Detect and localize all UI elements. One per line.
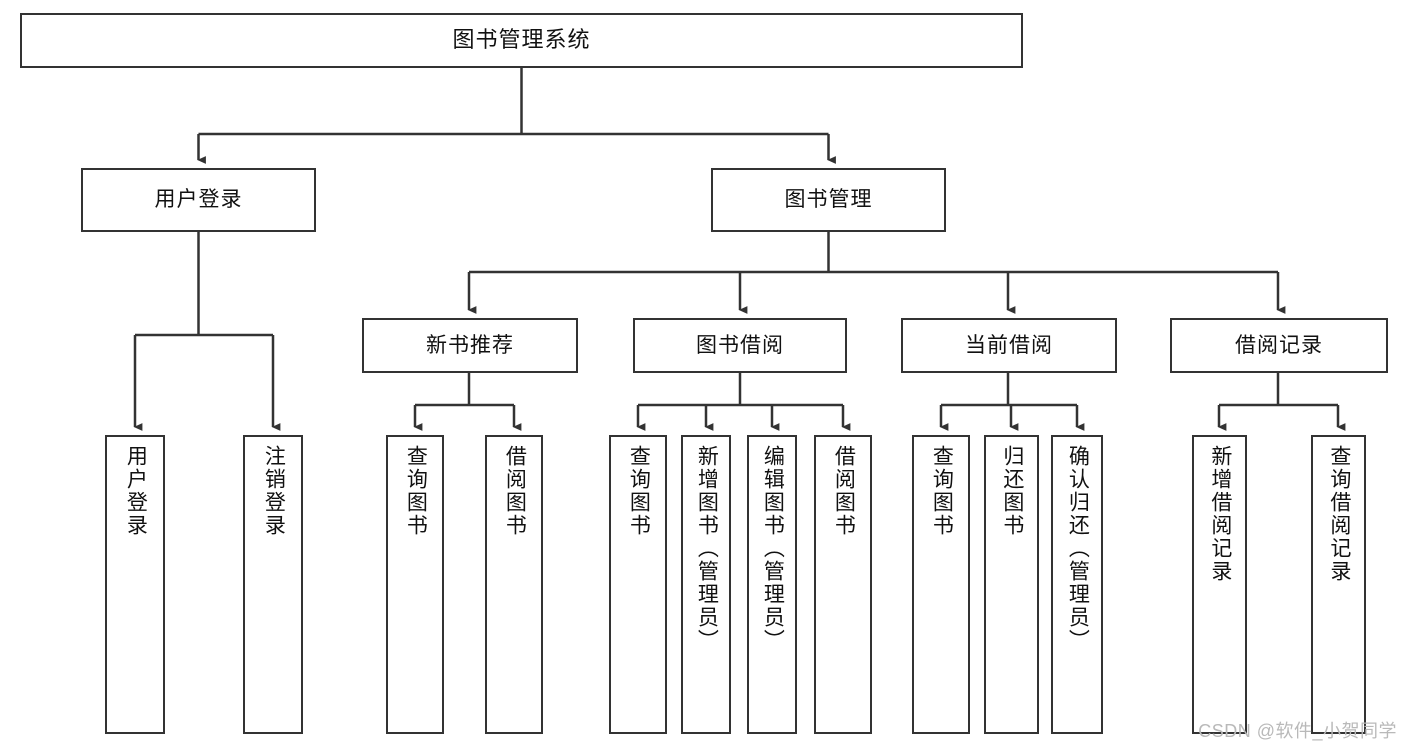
node-leaf-5[interactable]: 新增图书（管理员） — [681, 435, 731, 734]
node-label: 新书推荐 — [426, 333, 514, 357]
node-leaf-8[interactable]: 查询图书 — [912, 435, 970, 734]
node-level2-1[interactable]: 图书管理 — [711, 168, 946, 232]
node-label-vertical: 查询图书 — [404, 445, 428, 537]
node-label-vertical: 用户登录 — [124, 445, 148, 537]
node-label-vertical: 注销登录 — [262, 445, 286, 537]
node-label-vertical: 新增图书（管理员） — [695, 445, 719, 652]
node-root-book-management-system[interactable]: 图书管理系统 — [20, 13, 1023, 68]
node-leaf-12[interactable]: 查询借阅记录 — [1311, 435, 1366, 734]
node-level3-3[interactable]: 借阅记录 — [1170, 318, 1388, 373]
node-label-vertical: 归还图书 — [1000, 445, 1024, 537]
node-label-vertical: 查询图书 — [930, 445, 954, 537]
node-label-vertical: 查询借阅记录 — [1327, 445, 1351, 583]
node-level2-0[interactable]: 用户登录 — [81, 168, 316, 232]
node-label-vertical: 编辑图书（管理员） — [761, 445, 785, 652]
node-label-vertical: 确认归还（管理员） — [1066, 445, 1090, 652]
node-label: 借阅记录 — [1235, 333, 1323, 357]
node-leaf-11[interactable]: 新增借阅记录 — [1192, 435, 1247, 734]
node-label: 用户登录 — [154, 188, 243, 212]
node-level3-1[interactable]: 图书借阅 — [633, 318, 847, 373]
node-label: 当前借阅 — [965, 333, 1053, 357]
node-leaf-4[interactable]: 查询图书 — [609, 435, 667, 734]
node-label-vertical: 新增借阅记录 — [1208, 445, 1232, 583]
node-label: 图书借阅 — [696, 333, 784, 357]
node-leaf-3[interactable]: 借阅图书 — [485, 435, 543, 734]
node-leaf-1[interactable]: 注销登录 — [243, 435, 303, 734]
node-leaf-9[interactable]: 归还图书 — [984, 435, 1039, 734]
node-level3-0[interactable]: 新书推荐 — [362, 318, 578, 373]
node-label: 图书管理系统 — [452, 27, 591, 53]
csdn-watermark: CSDN @软件_小贺同学 — [1198, 721, 1397, 741]
node-level3-2[interactable]: 当前借阅 — [901, 318, 1117, 373]
node-label: 图书管理 — [784, 188, 873, 212]
node-label-vertical: 借阅图书 — [832, 445, 856, 537]
node-label-vertical: 借阅图书 — [503, 445, 527, 537]
node-leaf-2[interactable]: 查询图书 — [386, 435, 444, 734]
node-leaf-0[interactable]: 用户登录 — [105, 435, 165, 734]
node-leaf-7[interactable]: 借阅图书 — [814, 435, 872, 734]
node-label-vertical: 查询图书 — [627, 445, 651, 537]
node-leaf-6[interactable]: 编辑图书（管理员） — [747, 435, 797, 734]
node-leaf-10[interactable]: 确认归还（管理员） — [1051, 435, 1103, 734]
